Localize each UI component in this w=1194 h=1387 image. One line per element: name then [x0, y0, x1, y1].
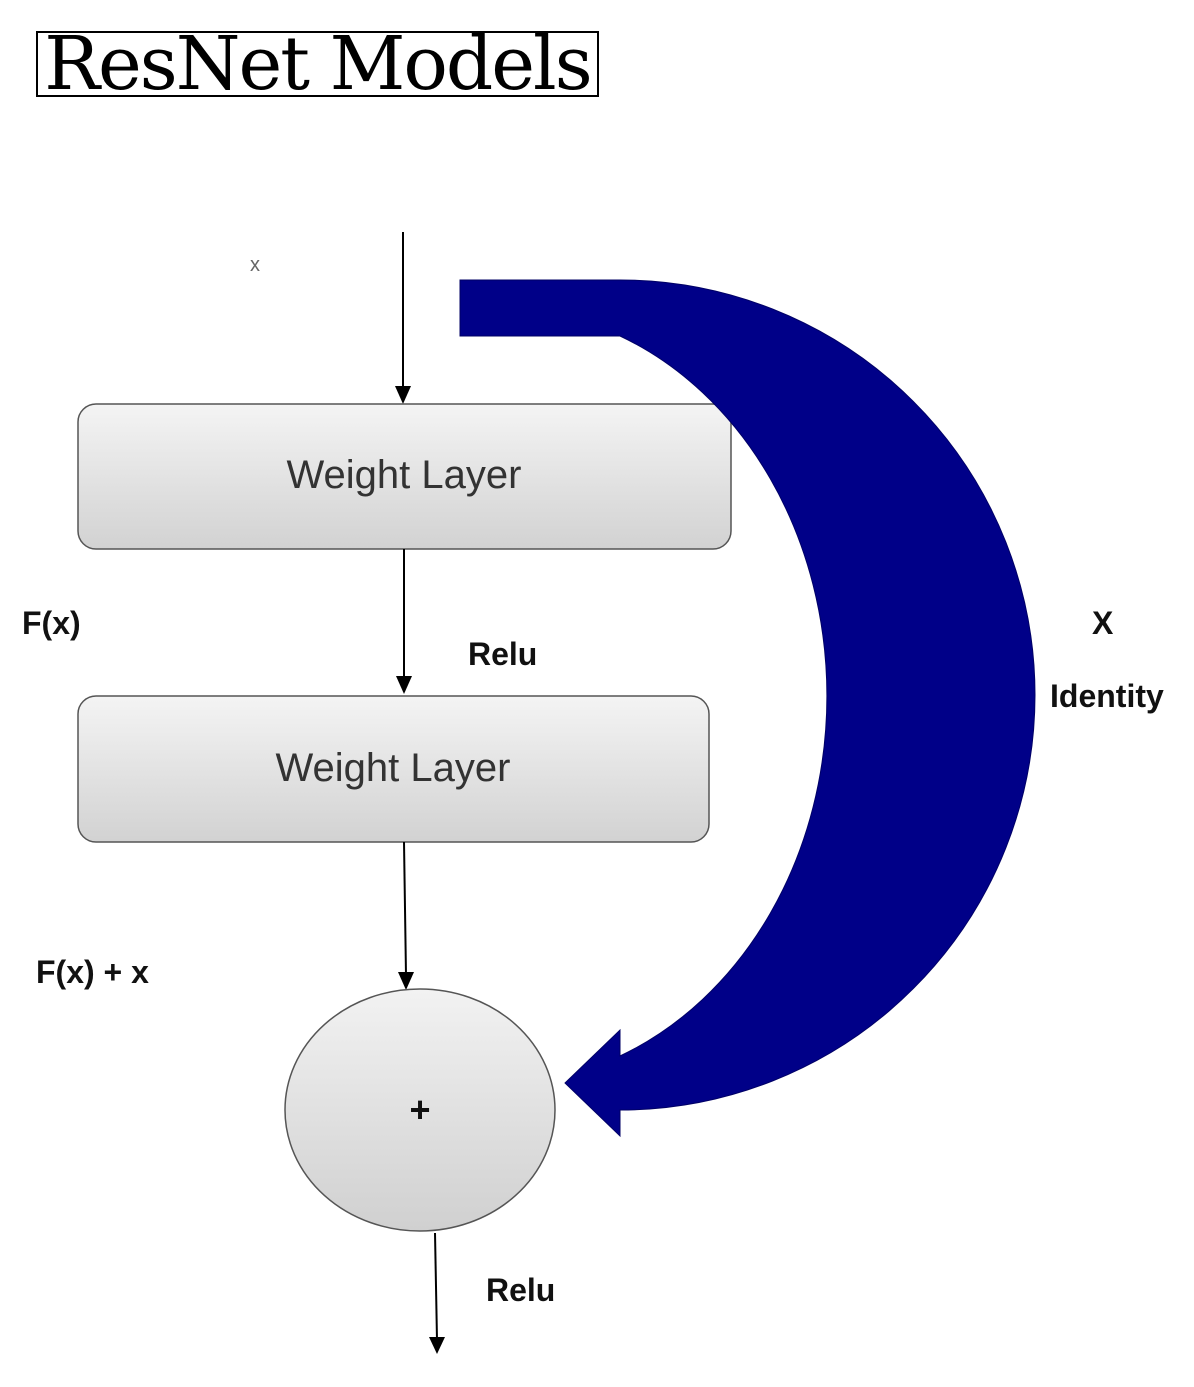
relu-label-2: Relu — [486, 1272, 555, 1308]
addition-node: + — [284, 988, 556, 1232]
relu-label-1: Relu — [468, 636, 537, 672]
page-title: ResNet Models — [36, 31, 599, 97]
weight-layer-1: Weight Layer — [77, 403, 732, 550]
input-x-label: x — [250, 254, 260, 276]
plus-symbol: + — [409, 1089, 430, 1130]
sum-label: F(x) + x — [36, 954, 149, 990]
weight-layer-1-label: Weight Layer — [287, 453, 522, 497]
weight-layer-2: Weight Layer — [77, 695, 710, 843]
fx-label: F(x) — [22, 605, 81, 641]
identity-x-label: X — [1092, 605, 1114, 641]
output-arrow — [429, 1232, 445, 1354]
input-arrow — [395, 232, 411, 404]
identity-label: Identity — [1050, 678, 1164, 714]
sum-arrow — [398, 841, 414, 990]
relu-arrow — [396, 549, 412, 694]
identity-skip-arrow — [459, 279, 1036, 1138]
weight-layer-2-label: Weight Layer — [276, 746, 511, 790]
